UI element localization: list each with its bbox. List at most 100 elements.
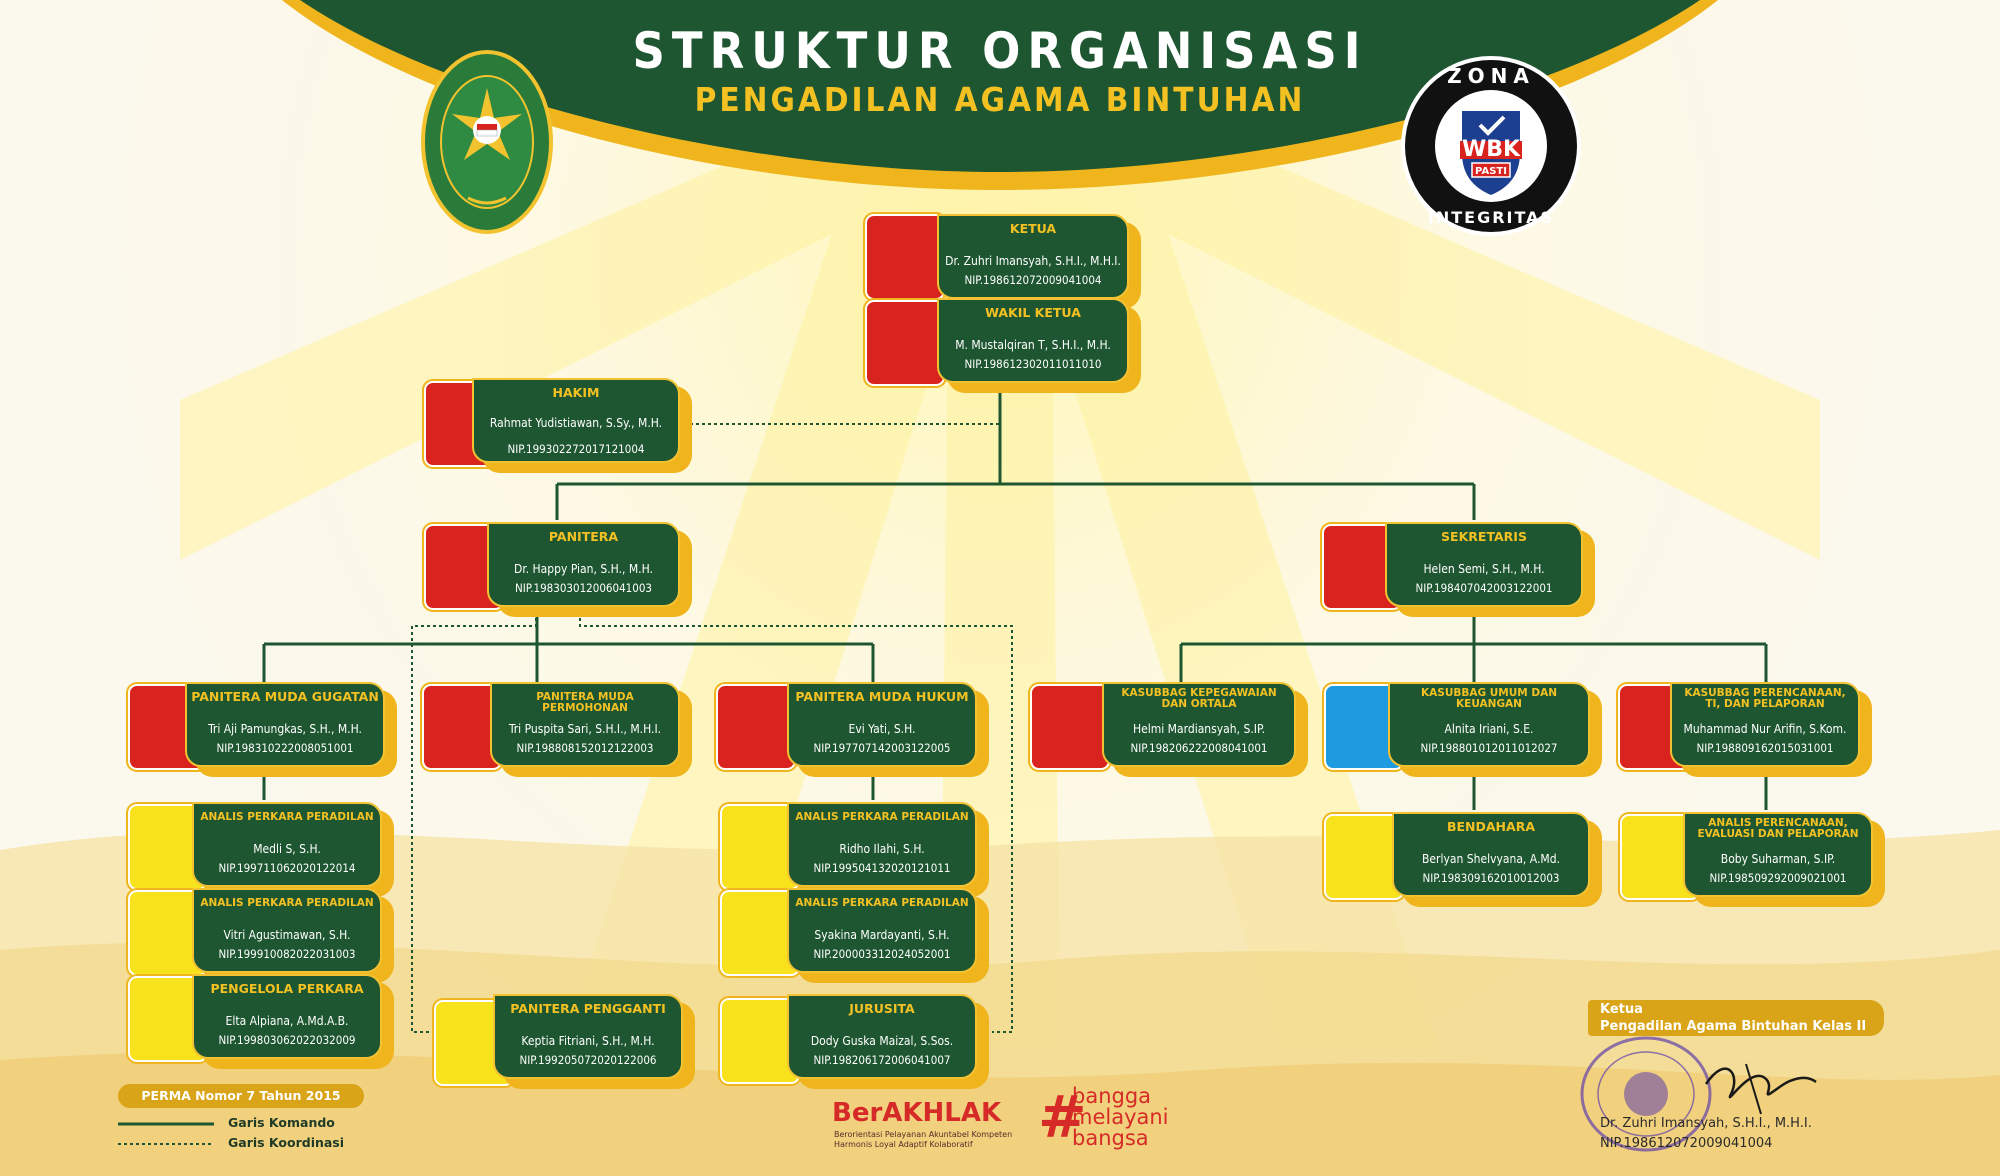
- jurusita-card: JURUSITA Dody Guska Maizal, S.Sos. NIP.1…: [787, 994, 989, 1089]
- pm-permohonan-nip: NIP.198808152012122003: [516, 741, 654, 755]
- pm-gugatan-card: PANITERA MUDA GUGATAN Tri Aji Pamungkas,…: [185, 682, 397, 777]
- pengganti-nip: NIP.199205072020122006: [519, 1053, 657, 1067]
- sekretaris-nip: NIP.198407042003122001: [1415, 581, 1553, 595]
- analis4-name: Syakina Mardayanti, S.H.: [814, 928, 950, 942]
- sekretaris-card: SEKRETARIS Helen Semi, S.H., M.H. NIP.19…: [1385, 522, 1595, 617]
- bangga-line-2: melayani: [1072, 1105, 1169, 1129]
- svg-text:WBK: WBK: [1462, 137, 1521, 162]
- pm-hukum-name: Evi Yati, S.H.: [848, 722, 916, 736]
- pengganti-name: Keptia Fitriani, S.H., M.H.: [521, 1034, 655, 1048]
- hakim-name: Rahmat Yudistiawan, S.Sy., M.H.: [489, 416, 663, 430]
- analis2-nip: NIP.199910082022031003: [218, 947, 356, 961]
- umum-card: KASUBBAG UMUM DAN KEUANGAN Alnita Iriani…: [1388, 682, 1602, 777]
- jurusita-photo: [720, 998, 800, 1084]
- bangga-melayani-bangsa-logo: # bangga melayani bangsa: [1038, 1084, 1169, 1150]
- analis3-role: ANALIS PERKARA PERADILAN: [795, 811, 969, 823]
- ketua-card: KETUA Dr. Zuhri Imansyah, S.H.I., M.H.I.…: [937, 214, 1141, 309]
- pm-gugatan-nip: NIP.198310222008051001: [216, 741, 354, 755]
- analis3-nip: NIP.199504132020121011: [813, 861, 951, 875]
- pengganti-role: PANITERA PENGGANTI: [510, 1001, 666, 1016]
- panitera-card: PANITERA Dr. Happy Pian, S.H., M.H. NIP.…: [487, 522, 692, 617]
- analis4-role: ANALIS PERKARA PERADILAN: [795, 897, 969, 909]
- analis-perencanaan-card: ANALIS PERENCANAAN, EVALUASI DAN PELAPOR…: [1683, 812, 1885, 907]
- analis1-role: ANALIS PERKARA PERADILAN: [200, 811, 374, 823]
- analis4-photo: [720, 890, 800, 976]
- legend-komando: Garis Komando: [228, 1115, 335, 1130]
- signature-title-bar: [1588, 1000, 1884, 1036]
- analis4-card: ANALIS PERKARA PERADILAN Syakina Mardaya…: [787, 888, 989, 983]
- sekretaris-role: SEKRETARIS: [1441, 529, 1527, 544]
- signature-title-line2: Pengadilan Agama Bintuhan Kelas II: [1600, 1019, 1867, 1034]
- jurusita-nip: NIP.198206172006041007: [813, 1053, 951, 1067]
- perma-label: PERMA Nomor 7 Tahun 2015: [118, 1084, 364, 1108]
- analis1-name: Medli S, S.H.: [253, 842, 321, 856]
- wakil-role: WAKIL KETUA: [985, 305, 1081, 320]
- bendahara-card: BENDAHARA Berlyan Shelvyana, A.Md. NIP.1…: [1392, 812, 1602, 907]
- bendahara-nip: NIP.198309162010012003: [1422, 871, 1560, 885]
- ketua-photo: [865, 214, 945, 300]
- perencanaan-role: KASUBBAG PERENCANAAN, TI, DAN PELAPORAN: [1684, 687, 1846, 710]
- analis-perencanaan-name: Boby Suharman, S.IP.: [1720, 852, 1836, 866]
- perencanaan-name: Muhammad Nur Arifin, S.Kom.: [1683, 722, 1847, 736]
- pengelola-role: PENGELOLA PERKARA: [210, 981, 364, 996]
- pm-permohonan-role: PANITERA MUDA PERMOHONAN: [536, 691, 634, 714]
- pengganti-card: PANITERA PENGGANTI Keptia Fitriani, S.H.…: [493, 994, 695, 1089]
- signature-stamp: [1580, 1036, 1817, 1152]
- wakil-card: WAKIL KETUA M. Mustalqiran T, S.H.I., M.…: [937, 298, 1141, 393]
- bangga-line-1: bangga: [1072, 1084, 1152, 1108]
- analis2-name: Vitri Agustimawan, S.H.: [223, 928, 351, 942]
- kepegawaian-name: Helmi Mardiansyah, S.IP.: [1132, 722, 1266, 736]
- pengelola-nip: NIP.199803062022032009: [218, 1033, 356, 1047]
- analis-perencanaan-nip: NIP.198509292009021001: [1709, 871, 1847, 885]
- pm-hukum-card: PANITERA MUDA HUKUM Evi Yati, S.H. NIP.1…: [787, 682, 989, 777]
- pm-permohonan-card: PANITERA MUDA PERMOHONAN Tri Puspita Sar…: [490, 682, 692, 777]
- svg-text:INTEGRITAS: INTEGRITAS: [1428, 208, 1554, 227]
- legend-koordinasi: Garis Koordinasi: [228, 1135, 345, 1150]
- pm-permohonan-photo: [422, 684, 502, 770]
- pm-hukum-nip: NIP.197707142003122005: [813, 741, 951, 755]
- panitera-name: Dr. Happy Pian, S.H., M.H.: [514, 562, 653, 576]
- bangga-line-3: bangsa: [1072, 1126, 1149, 1150]
- berakhlak-tagline: Berorientasi Pelayanan Akuntabel Kompete…: [834, 1130, 1012, 1150]
- pengadilan-agama-logo: [421, 50, 553, 234]
- panitera-nip: NIP.198303012006041003: [515, 581, 652, 595]
- analis2-card: ANALIS PERKARA PERADILAN Vitri Agustimaw…: [192, 888, 394, 983]
- bendahara-name: Berlyan Shelvyana, A.Md.: [1421, 852, 1560, 866]
- analis2-role: ANALIS PERKARA PERADILAN: [200, 897, 374, 909]
- pm-hukum-role: PANITERA MUDA HUKUM: [795, 689, 969, 704]
- page-title: STRUKTUR ORGANISASI: [632, 22, 1368, 80]
- umum-nip: NIP.198801012011012027: [1420, 741, 1558, 755]
- analis1-nip: NIP.199711062020122014: [218, 861, 356, 875]
- ketua-role: KETUA: [1009, 221, 1057, 236]
- hakim-card: HAKIM Rahmat Yudistiawan, S.Sy., M.H. NI…: [472, 378, 692, 473]
- umum-role: KASUBBAG UMUM DAN KEUANGAN: [1421, 687, 1557, 710]
- signature-title-line1: Ketua: [1600, 1002, 1643, 1017]
- svg-text:PASTI: PASTI: [1475, 166, 1507, 177]
- kepegawaian-role: KASUBBAG KEPEGAWAIAN DAN ORTALA: [1121, 687, 1277, 710]
- hakim-role: HAKIM: [552, 385, 600, 400]
- sekretaris-name: Helen Semi, S.H., M.H.: [1423, 562, 1545, 576]
- analis1-card: ANALIS PERKARA PERADILAN Medli S, S.H. N…: [192, 802, 394, 897]
- kepegawaian-card: KASUBBAG KEPEGAWAIAN DAN ORTALA Helmi Ma…: [1102, 682, 1308, 777]
- pm-hukum-photo: [716, 684, 796, 770]
- hakim-nip: NIP.199302272017121004: [507, 442, 645, 456]
- pengelola-card: PENGELOLA PERKARA Elta Alpiana, A.Md.A.B…: [192, 974, 394, 1069]
- pm-gugatan-role: PANITERA MUDA GUGATAN: [191, 689, 379, 704]
- perencanaan-nip: NIP.198809162015031001: [1696, 741, 1834, 755]
- analis4-nip: NIP.200003312024052001: [813, 947, 951, 961]
- jurusita-role: JURUSITA: [849, 1001, 915, 1016]
- ketua-name: Dr. Zuhri Imansyah, S.H.I., M.H.I.: [945, 254, 1121, 268]
- pm-gugatan-name: Tri Aji Pamungkas, S.H., M.H.: [208, 722, 362, 736]
- berakhlak-logo: BerAKHLAK: [832, 1098, 1002, 1128]
- ketua-nip: NIP.198612072009041004: [964, 273, 1102, 287]
- zona-wbk-logo: WBK PASTI ZONA INTEGRITAS: [1401, 56, 1581, 236]
- berakhlak-tagline-1: Berorientasi Pelayanan Akuntabel Kompete…: [834, 1130, 1013, 1139]
- perencanaan-card: KASUBBAG PERENCANAAN, TI, DAN PELAPORAN …: [1670, 682, 1872, 777]
- umum-name: Alnita Iriani, S.E.: [1444, 722, 1534, 736]
- page-subtitle: PENGADILAN AGAMA BINTUHAN: [694, 80, 1306, 119]
- wakil-photo: [865, 300, 945, 386]
- analis3-name: Ridho Ilahi, S.H.: [839, 842, 925, 856]
- bendahara-role: BENDAHARA: [1446, 819, 1535, 834]
- kepegawaian-photo: [1030, 684, 1110, 770]
